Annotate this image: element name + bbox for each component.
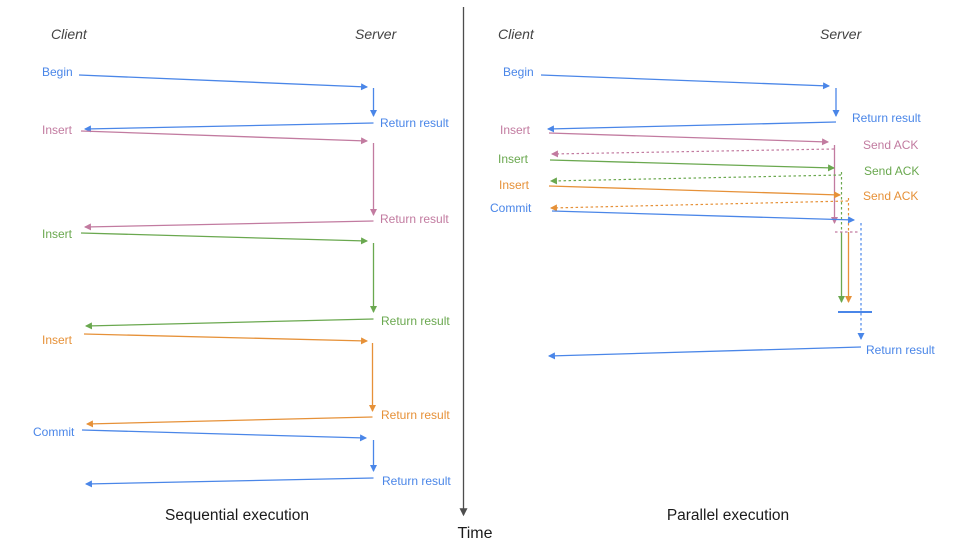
request-arrow [551, 210, 856, 224]
ack-label: Send ACK [864, 164, 919, 178]
request-arrow [548, 132, 830, 146]
seq-row-insert-1: Insert Return result [42, 123, 449, 231]
request-label: Begin [503, 65, 534, 79]
response-label: Return result [381, 314, 450, 328]
response-arrow [84, 318, 374, 330]
par-row-commit: Commit [490, 201, 862, 311]
request-label: Insert [42, 123, 73, 137]
response-arrow [83, 220, 374, 231]
response-label: Return result [380, 212, 449, 226]
response-arrow [546, 121, 837, 133]
time-axis-label: Time [458, 525, 493, 540]
ack-label: Send ACK [863, 189, 918, 203]
response-label: Return result [381, 408, 450, 422]
ack-arrow-dashed [549, 174, 842, 185]
par-row-insert-3: Insert Send ACK [499, 178, 918, 304]
response-arrow [84, 477, 374, 488]
request-arrow [80, 130, 369, 145]
request-label: Insert [500, 123, 531, 137]
request-label: Insert [499, 178, 530, 192]
ack-label: Send ACK [863, 138, 918, 152]
par-row-begin: Begin Return result [503, 65, 921, 133]
parallel-panel: Client Server Begin Return result Insert… [490, 26, 935, 524]
ack-arrow-dashed [549, 200, 849, 212]
request-arrow [80, 232, 369, 245]
sequential-caption: Sequential execution [165, 507, 309, 524]
final-response-label: Return result [866, 343, 935, 357]
request-arrow [83, 333, 369, 345]
request-label: Commit [490, 201, 532, 215]
request-label: Insert [42, 333, 73, 347]
response-label: Return result [380, 116, 449, 130]
sequential-panel: Client Server Begin Return result Insert… [33, 26, 451, 524]
response-arrow [85, 416, 373, 428]
client-column-header: Client [498, 26, 535, 42]
client-column-header: Client [51, 26, 88, 42]
par-row-insert-1: Insert Send ACK [500, 123, 918, 225]
seq-row-insert-2: Insert Return result [42, 227, 450, 330]
request-label: Commit [33, 425, 75, 439]
server-column-header: Server [355, 26, 398, 42]
request-arrow [81, 429, 368, 442]
timeline-divider: Time [458, 7, 493, 540]
request-arrow [548, 185, 842, 199]
parallel-caption: Parallel execution [667, 507, 789, 524]
final-response-arrow [547, 346, 862, 360]
server-column-header: Server [820, 26, 863, 42]
par-join-and-result: Return result [547, 231, 935, 360]
response-arrow [83, 122, 374, 133]
response-label: Return result [382, 474, 451, 488]
request-arrow [78, 74, 369, 91]
response-label: Return result [852, 111, 921, 125]
request-arrow [549, 159, 836, 172]
request-label: Begin [42, 65, 73, 79]
seq-row-insert-3: Insert Return result [42, 333, 450, 428]
request-label: Insert [498, 152, 529, 166]
par-row-insert-2: Insert Send ACK [498, 152, 919, 304]
request-arrow [540, 74, 831, 90]
ack-arrow-dashed [550, 148, 835, 158]
seq-row-commit: Commit Return result [33, 425, 451, 488]
seq-row-begin: Begin Return result [42, 65, 449, 133]
request-label: Insert [42, 227, 73, 241]
